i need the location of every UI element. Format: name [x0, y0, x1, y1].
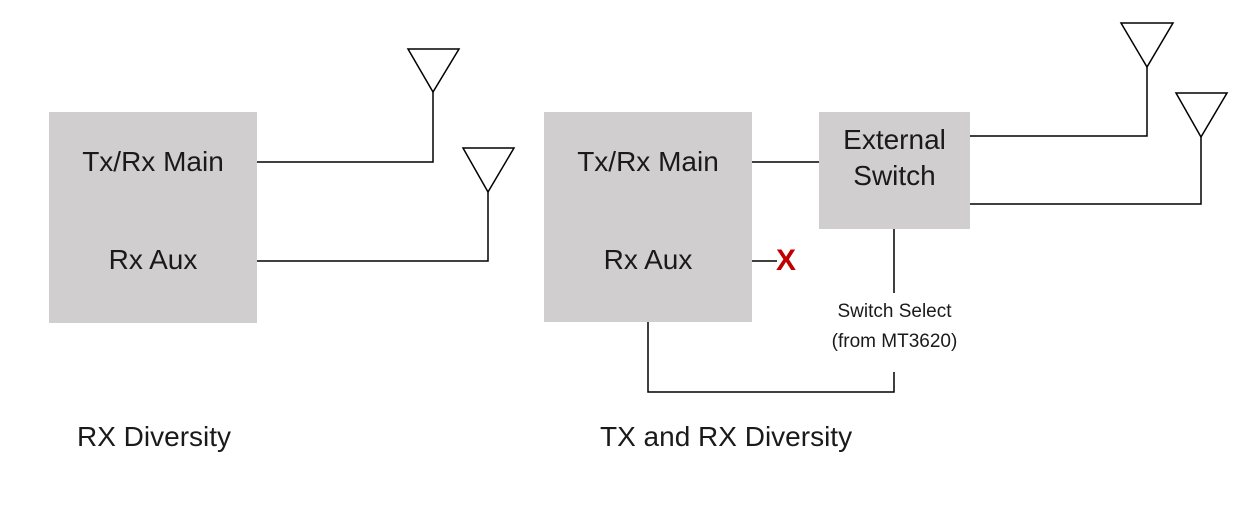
external-switch-label-line1: External — [843, 124, 946, 155]
antenna-icon — [406, 48, 461, 94]
wire-switch-select-lower — [647, 322, 895, 393]
external-switch-label-line2: Switch — [853, 160, 936, 191]
external-switch-label: External Switch — [819, 122, 970, 194]
wire-switch-to-antenna3 — [970, 67, 1148, 137]
right-port-main-label: Tx/Rx Main — [577, 146, 719, 177]
switch-select-label: Switch Select (from MT3620) — [814, 297, 975, 357]
antenna-icon — [1119, 22, 1175, 69]
right-diagram-caption: TX and RX Diversity — [600, 421, 853, 452]
switch-select-label-line2: (from MT3620) — [831, 331, 958, 352]
left-port-main-label: Tx/Rx Main — [82, 146, 224, 177]
right-port-aux-label: Rx Aux — [603, 244, 693, 275]
left-port-aux-label: Rx Aux — [108, 244, 198, 275]
antenna-icon — [1174, 92, 1229, 139]
left-diagram-caption: RX Diversity — [77, 421, 232, 452]
antenna-icon — [461, 147, 516, 194]
right-transceiver-box: Tx/Rx Main Rx Aux — [544, 112, 752, 322]
left-transceiver-box: Tx/Rx Main Rx Aux — [49, 112, 257, 323]
wire-switch-to-antenna4 — [970, 137, 1202, 205]
wire-main-to-antenna1 — [257, 92, 434, 163]
external-switch-box: External Switch — [819, 112, 970, 229]
wire-aux-to-antenna2 — [257, 192, 489, 262]
switch-select-label-line1: Switch Select — [837, 301, 952, 322]
blocked-connection-marker: X — [775, 244, 796, 277]
